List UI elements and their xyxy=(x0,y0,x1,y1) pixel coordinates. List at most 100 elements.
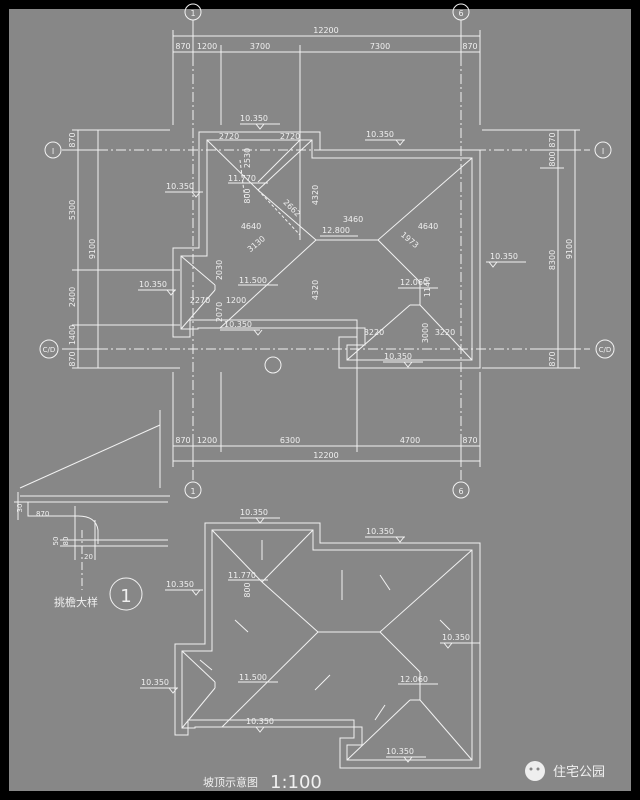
roof-dim-3220-a: 3220 xyxy=(364,328,384,337)
roof-dim-2530: 2530 xyxy=(243,148,252,168)
axis-bubble-cd-right xyxy=(595,339,615,359)
elevation-6: 10.350 xyxy=(384,352,412,361)
right-dim-2: 800 xyxy=(548,151,557,166)
lower-elevation-1: 10.350 xyxy=(240,508,268,517)
lower-elevation-3: 10.350 xyxy=(166,580,194,589)
elevation-12: 12.060 xyxy=(400,278,428,287)
axis-bubble-1-top xyxy=(184,3,202,21)
top-dim-2: 1200 xyxy=(197,42,217,51)
bottom-dim-5: 870 xyxy=(462,436,477,445)
watermark: 住宅公园 xyxy=(525,761,605,781)
lower-roof-eave-outline xyxy=(174,522,481,769)
section-marker xyxy=(264,356,282,374)
elevation-1: 10.350 xyxy=(240,114,268,123)
right-dim-ticks xyxy=(482,129,580,369)
roof-dim-2720-b: 2720 xyxy=(280,132,300,141)
elevation-9: 11.770 xyxy=(228,174,256,183)
lower-elevation-7: 10.350 xyxy=(442,633,470,642)
top-dim-1: 870 xyxy=(175,42,190,51)
elevation-5: 10.350 xyxy=(224,320,252,329)
axis-label-i-left: I xyxy=(52,147,54,156)
detail-title: 挑檐大样 xyxy=(54,595,98,609)
bottom-dim-ticks xyxy=(172,320,481,467)
watermark-text: 住宅公园 xyxy=(553,765,605,780)
axis-label-6-top: 6 xyxy=(458,9,463,18)
roof-dim-2270: 2270 xyxy=(190,296,210,305)
right-dim-3: 870 xyxy=(548,351,557,366)
lower-roof-ridges xyxy=(181,529,473,761)
axis-bubble-6-bottom xyxy=(452,481,470,499)
roof-dim-4640-b: 4640 xyxy=(418,222,438,231)
detail-dim-50: 50 xyxy=(52,537,60,546)
roof-dim-3460: 3460 xyxy=(343,215,363,224)
top-dim-ticks xyxy=(172,30,481,240)
lower-elevation-markers xyxy=(140,517,480,763)
axis-bubble-i-left xyxy=(44,141,62,159)
upper-roof-eave-outline xyxy=(172,131,481,369)
lower-elevation-4: 10.350 xyxy=(141,678,169,687)
bottom-dim-3: 6300 xyxy=(280,436,300,445)
upper-roof-wall-outline xyxy=(180,139,473,361)
elevation-markers xyxy=(138,123,526,368)
roof-dim-2030: 2030 xyxy=(215,260,224,280)
detail-dim-20: 20 xyxy=(84,553,93,561)
detail-dim-870: 870 xyxy=(36,510,49,518)
lower-elevation-9: 11.500 xyxy=(239,673,267,682)
elevation-4: 10.350 xyxy=(139,280,167,289)
left-dim-4: 1400 xyxy=(68,325,77,345)
axis-bubble-6-top xyxy=(452,3,470,21)
right-total-dim: 9100 xyxy=(565,239,574,259)
left-dim-1: 870 xyxy=(68,132,77,147)
bottom-total-dim: 12200 xyxy=(313,451,338,460)
bottom-dim-2: 1200 xyxy=(197,436,217,445)
roof-dim-800: 800 xyxy=(243,188,252,203)
left-dim-2: 5300 xyxy=(68,200,77,220)
axis-bubble-cd-left xyxy=(39,339,59,359)
wechat-icon xyxy=(525,761,545,781)
roof-dim-1200: 1200 xyxy=(226,296,246,305)
top-dim-4: 7300 xyxy=(370,42,390,51)
axis-label-1-top: 1 xyxy=(190,9,195,18)
top-dim-3: 3700 xyxy=(250,42,270,51)
lower-roof-wall-outline xyxy=(181,529,473,761)
bottom-dim-1: 870 xyxy=(175,436,190,445)
roof-dim-2662: 2662 xyxy=(281,198,302,219)
axis-bubble-i-right xyxy=(594,141,612,159)
lower-dim-800: 800 xyxy=(243,582,252,597)
axis-label-cd-right: C/D xyxy=(599,346,612,354)
valley-line xyxy=(257,189,301,236)
detail-marker-number: 1 xyxy=(120,586,131,607)
top-dim-5: 870 xyxy=(462,42,477,51)
roof-dim-1140: 1140 xyxy=(423,277,432,297)
axis-label-cd-left: C/D xyxy=(43,346,56,354)
top-total-dim: 12200 xyxy=(313,26,338,35)
roof-dim-4320-b: 4320 xyxy=(311,280,320,300)
plan-caption-scale: 1:100 xyxy=(270,772,322,793)
left-dim-ticks xyxy=(72,129,180,369)
lower-elevation-5: 10.350 xyxy=(246,717,274,726)
eave-detail-drawing xyxy=(14,410,170,590)
lower-elevation-2: 10.350 xyxy=(366,527,394,536)
roof-dim-4640-a: 4640 xyxy=(241,222,261,231)
left-dim-5: 870 xyxy=(68,351,77,366)
elevation-3: 10.350 xyxy=(166,182,194,191)
roof-dim-2070: 2070 xyxy=(215,302,224,322)
elevation-11: 11.500 xyxy=(239,276,267,285)
left-total-dim: 9100 xyxy=(88,239,97,259)
right-sub-total-dim: 8300 xyxy=(548,250,557,270)
elevation-2: 10.350 xyxy=(366,130,394,139)
elevation-10: 12.800 xyxy=(322,226,350,235)
left-dim-3: 2400 xyxy=(68,287,77,307)
axis-bubble-1-bottom xyxy=(184,481,202,499)
detail-dim-80: 80 xyxy=(62,537,70,546)
lower-elevation-6: 10.350 xyxy=(386,747,414,756)
roof-dim-1973: 1973 xyxy=(399,230,420,250)
axis-label-6-bottom: 6 xyxy=(458,487,463,496)
axis-label-1-bottom: 1 xyxy=(190,487,195,496)
bottom-dim-4: 4700 xyxy=(400,436,420,445)
plan-caption-title: 坡顶示意图 xyxy=(203,775,258,789)
upper-roof-ridges xyxy=(180,139,473,361)
roof-dim-2720-a: 2720 xyxy=(219,132,239,141)
axis-label-i-right: I xyxy=(602,147,604,156)
